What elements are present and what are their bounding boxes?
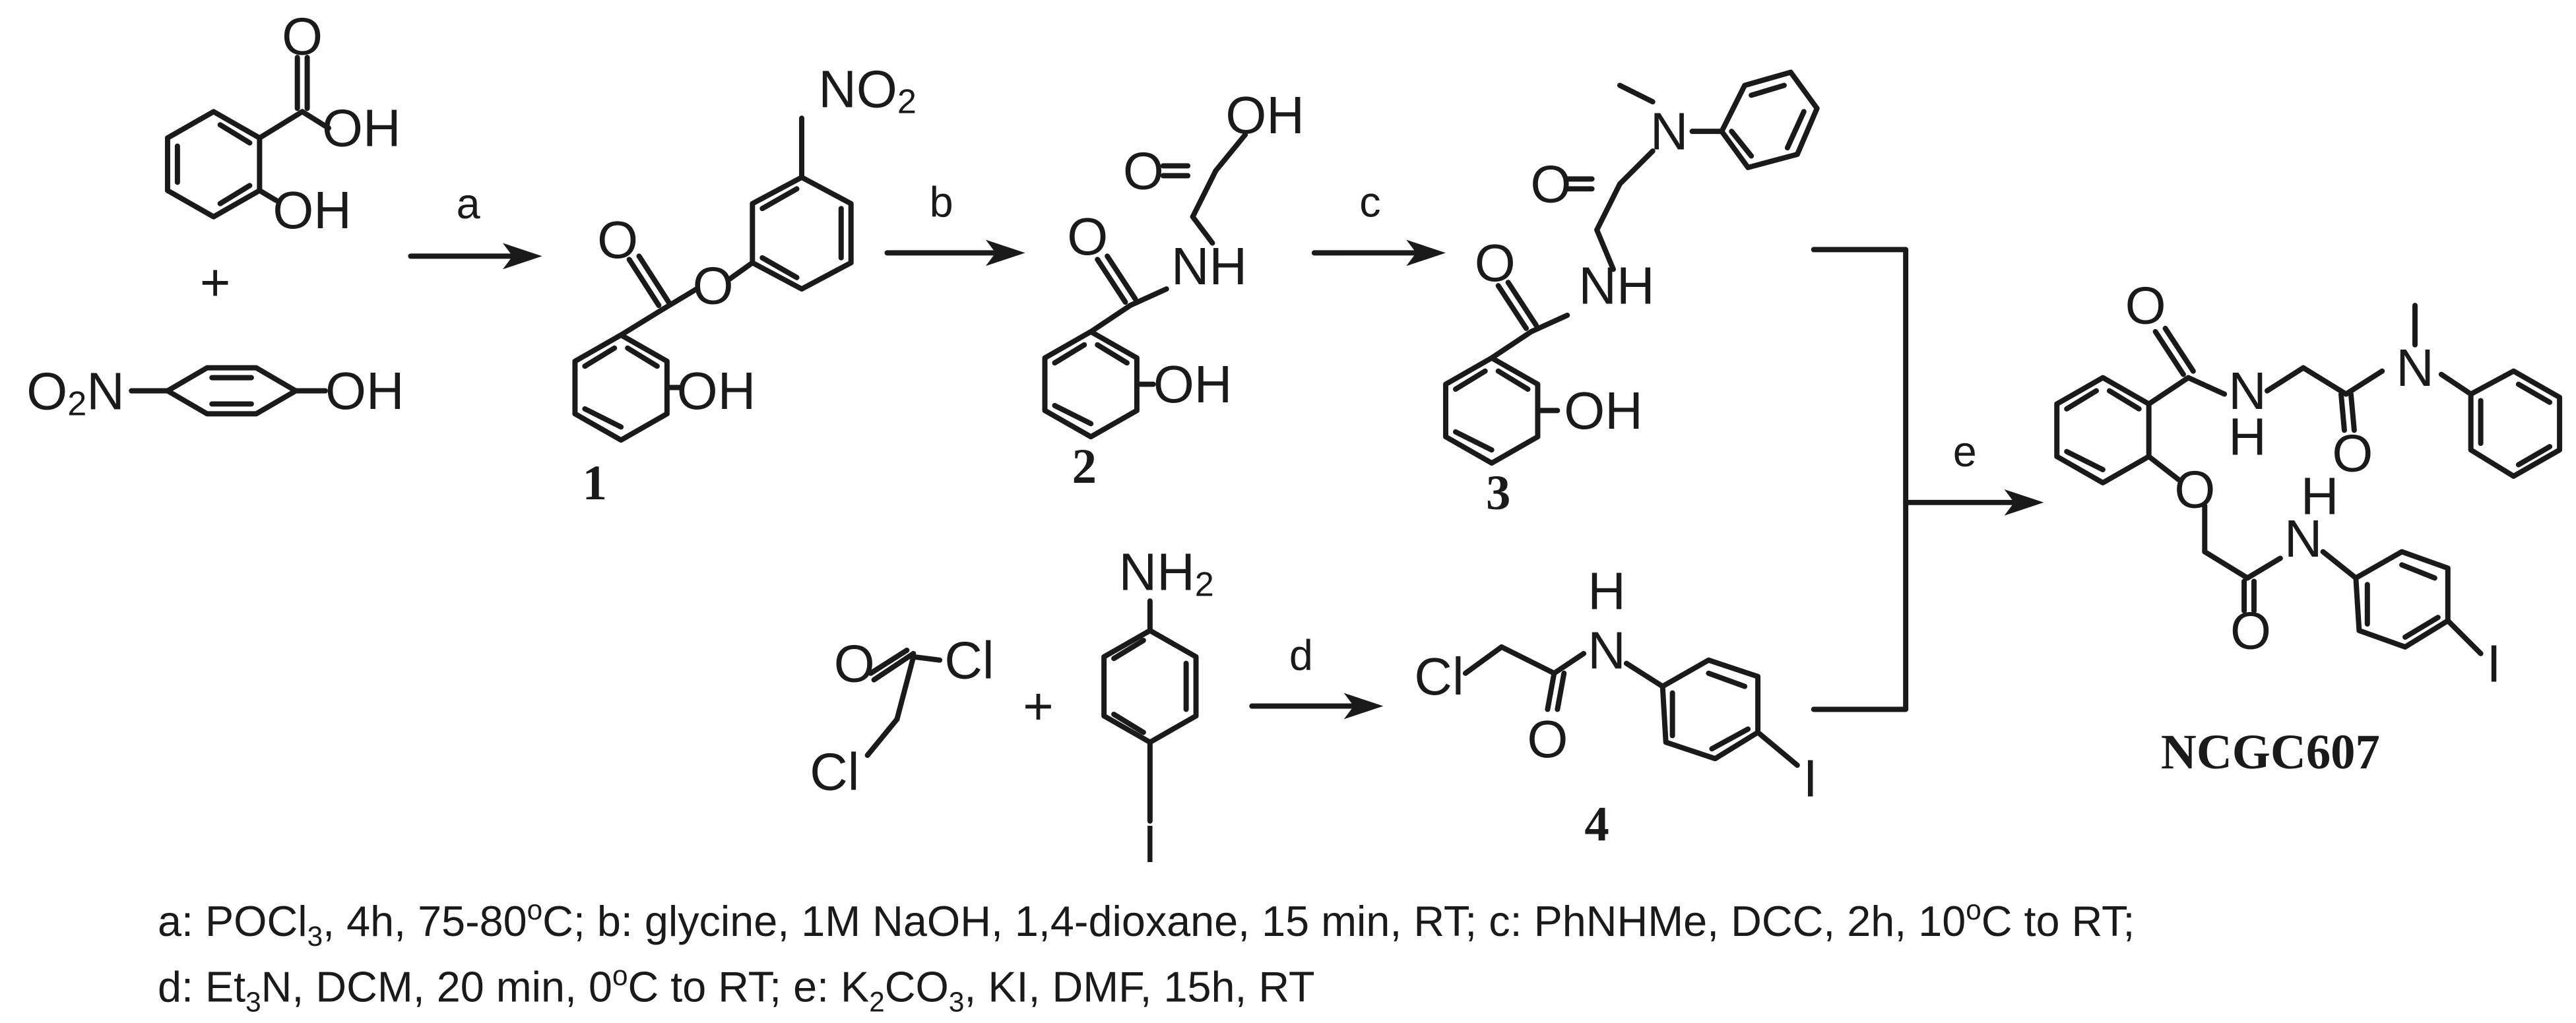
atom-label: OH — [273, 181, 351, 239]
conditions-text-run: CO — [885, 963, 949, 1011]
conditions-text-run: N, DCM, 20 min, 0 — [261, 963, 612, 1011]
atom-label: OH — [322, 99, 401, 158]
atom-label: O — [693, 257, 734, 315]
chloroacetyl-chloride — [864, 647, 943, 759]
conditions-text-run: C to RT; — [1981, 897, 2135, 945]
arrowhead-icon — [502, 243, 542, 270]
conditions-text-run: 3 — [245, 987, 261, 1018]
4-nitrophenol — [129, 365, 328, 417]
ncgc607-structure — [2054, 303, 2563, 656]
conditions-line-2: d: Et3N, DCM, 20 min, 0oC to RT; e: K2CO… — [158, 960, 1315, 1018]
atom-label: N — [2396, 338, 2434, 397]
atom-label: Cl — [810, 743, 859, 801]
atom-label: I — [1803, 749, 1818, 808]
plus-sign: + — [200, 253, 231, 312]
atom-label: I — [1143, 815, 1157, 873]
conditions-text-run: , 4h, 75-80 — [323, 897, 527, 945]
atom-label: H — [2228, 408, 2267, 466]
plus-sign: + — [1023, 677, 1054, 735]
conditions-text-run: , KI, DMF, 15h, RT — [964, 963, 1314, 1011]
conditions-text-run: C to RT; e: K — [628, 963, 870, 1011]
convergence-bracket — [1811, 247, 1909, 712]
atom-label: O — [2174, 460, 2215, 518]
atom-label: O — [1475, 233, 1516, 292]
step-label-d: d — [1289, 631, 1313, 679]
atom-label: NH2 — [1119, 542, 1214, 604]
arrowhead-icon — [985, 239, 1025, 266]
compound-3-structure — [1443, 69, 1820, 466]
step-label-c: c — [1359, 178, 1380, 226]
atom-label: O — [1527, 710, 1568, 768]
atom-label: O — [2332, 424, 2373, 483]
atom-label: O — [2230, 601, 2271, 660]
atom-label: N — [2284, 509, 2323, 568]
step-label-b: b — [930, 178, 953, 226]
arrowhead-icon — [2004, 489, 2044, 516]
compound-2-structure — [1042, 132, 1248, 440]
atom-label: O — [834, 634, 875, 693]
compound-label-1: 1 — [583, 456, 607, 511]
atom-label: O — [282, 7, 323, 65]
atom-label: O — [2125, 276, 2166, 335]
atom-label: NO2 — [818, 59, 917, 121]
atom-label: NH — [1578, 257, 1654, 315]
atom-label: O2N — [26, 361, 125, 423]
compound-4-structure — [1462, 644, 1800, 768]
atom-label: NH — [1171, 237, 1247, 295]
compound-1-structure — [572, 115, 854, 443]
atom-label: Cl — [944, 631, 994, 689]
atom-label: OH — [1153, 355, 1232, 414]
conditions-text-run: o — [527, 894, 543, 925]
4-iodoaniline — [1101, 598, 1199, 824]
arrowhead-icon — [1343, 693, 1384, 720]
arrowhead-icon — [1406, 239, 1446, 266]
conditions-text-run: d: Et — [158, 963, 245, 1011]
conditions-text-run: C; b: glycine, 1M NaOH, 1,4-dioxane, 15 … — [542, 897, 1966, 945]
compound-label-2: 2 — [1072, 439, 1097, 494]
step-label-e: e — [1953, 427, 1977, 476]
conditions-text-run: o — [1966, 894, 1981, 925]
atom-label: OH — [1564, 381, 1642, 440]
compound-label-ncgc607: NCGC607 — [2161, 725, 2380, 780]
atom-label: Cl — [1414, 647, 1464, 706]
conditions-text-run: o — [612, 960, 628, 991]
atom-label: O — [597, 210, 638, 269]
conditions-text-run: 3 — [307, 921, 323, 952]
atom-label: O — [1123, 141, 1164, 200]
compound-label-4: 4 — [1584, 797, 1609, 852]
atom-label: N — [2228, 361, 2267, 420]
atom-label: O — [1067, 207, 1108, 266]
atom-label: I — [2486, 634, 2501, 693]
atom-label: N — [1650, 102, 1689, 161]
conditions-text-run: a: POCl — [158, 897, 307, 945]
compound-label-3: 3 — [1486, 466, 1510, 520]
step-label-a: a — [457, 179, 480, 228]
atom-label: H — [1588, 562, 1626, 621]
conditions-line-1: a: POCl3, 4h, 75-80oC; b: glycine, 1M Na… — [158, 894, 2135, 952]
salicylic-acid — [164, 55, 331, 220]
atom-label: OH — [1225, 86, 1304, 144]
atom-label: N — [1588, 621, 1626, 679]
atom-label: OH — [325, 361, 404, 420]
atom-label: OH — [677, 361, 756, 420]
conditions-text-run: 2 — [869, 987, 885, 1018]
conditions-text-run: 3 — [949, 987, 965, 1018]
atom-label: H — [2301, 466, 2339, 525]
atom-label: O — [1530, 154, 1571, 213]
